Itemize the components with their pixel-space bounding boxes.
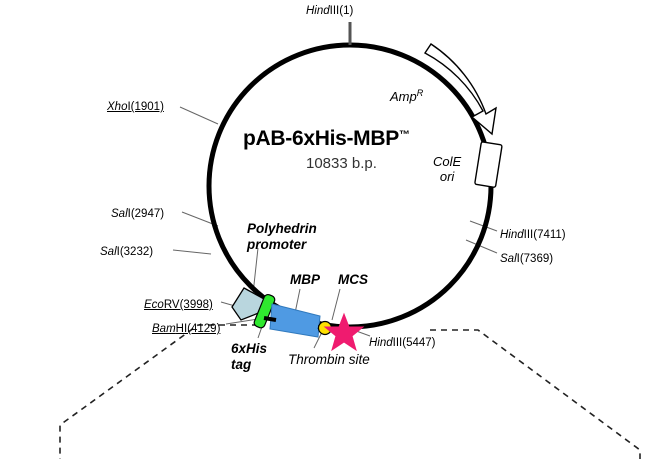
restriction-site-label: HindIII(1): [306, 5, 353, 17]
leader-xhoi: [179, 106, 219, 125]
leader-sali-7369: [465, 239, 498, 254]
feature-label-line-1: 6xHis: [231, 341, 268, 356]
enzyme-prefix: Sal: [111, 208, 128, 220]
thrombin-site-label: Thrombin site: [288, 352, 370, 368]
gene-label-line-1: ColE: [433, 154, 462, 169]
mbp-shape: [269, 303, 321, 338]
feature-label-line-1: Polyhedrin: [247, 221, 317, 236]
gene-superscript: R: [416, 88, 424, 98]
ampr-feature-arrow: [423, 43, 497, 136]
restriction-site-label: BamHI(4129): [152, 323, 220, 335]
enzyme-suffix-position: I(3232): [116, 246, 154, 258]
enzyme-prefix: Hind: [500, 229, 524, 241]
enzyme-prefix: Eco: [144, 299, 164, 311]
gene-name: Amp: [390, 89, 417, 104]
enzyme-suffix-position: HI(4129): [175, 323, 221, 335]
enzyme-suffix-position: RV(3998): [163, 299, 213, 311]
trademark-symbol: ™: [398, 129, 410, 141]
enzyme-prefix: Hind: [369, 337, 393, 349]
polyhedrin-promoter-shape: [231, 287, 267, 321]
mcs-label: MCS: [338, 272, 368, 288]
enzyme-suffix-position: I(2947): [127, 208, 165, 220]
plasmid-name-title: pAB-6xHis-MBP™: [243, 127, 410, 150]
enzyme-prefix: Sal: [100, 246, 117, 258]
enzyme-prefix: Xho: [107, 101, 128, 113]
restriction-site-label: HindIII(7411): [500, 229, 566, 241]
restriction-site-label: SalI(2947): [111, 208, 164, 220]
his-tag-shape: [253, 293, 276, 329]
leader-thrombin: [313, 331, 323, 349]
feature-label-line-2: tag: [231, 356, 252, 372]
leader-bamhi: [225, 318, 259, 325]
ampr-label: AmpR: [390, 88, 423, 105]
leader-mcs: [331, 288, 341, 321]
restriction-site-label: XhoI(1901): [107, 101, 164, 113]
restriction-site-label: EcoRV(3998): [144, 299, 213, 311]
restriction-site-label: SalI(3232): [100, 246, 153, 258]
expansion-line-left: [59, 324, 258, 459]
expansion-line-right: [430, 329, 641, 459]
mbp-label: MBP: [290, 272, 320, 288]
cole-ori-feature-box: [474, 141, 503, 188]
restriction-site-label: SalI(7369): [500, 253, 553, 265]
feature-label-line-1: MCS: [338, 272, 368, 287]
backbone-segment-his-mbp: [263, 316, 277, 322]
enzyme-suffix-position: I(1901): [127, 101, 164, 113]
enzyme-prefix: Sal: [500, 253, 517, 265]
enzyme-suffix-position: III(7411): [523, 229, 566, 241]
mcs-shape: [323, 312, 365, 352]
feature-label-line-2: promoter: [247, 236, 307, 252]
enzyme-suffix-position: III(5447): [392, 337, 436, 349]
feature-label-line-1: MBP: [290, 272, 320, 287]
enzyme-suffix-position: I(7369): [516, 253, 554, 265]
plasmid-name-text: pAB-6xHis-MBP: [243, 127, 399, 150]
enzyme-suffix-position: III(1): [329, 5, 354, 17]
feature-label-line-1: Thrombin site: [288, 352, 370, 367]
gene-label-line-2: ori: [439, 168, 455, 184]
restriction-site-label: HindIII(5447): [369, 337, 435, 349]
plasmid-size-label: 10833 b.p.: [306, 155, 377, 172]
enzyme-prefix: Bam: [152, 323, 176, 335]
enzyme-prefix: Hind: [306, 5, 330, 17]
leader-sali-3232: [172, 249, 212, 255]
